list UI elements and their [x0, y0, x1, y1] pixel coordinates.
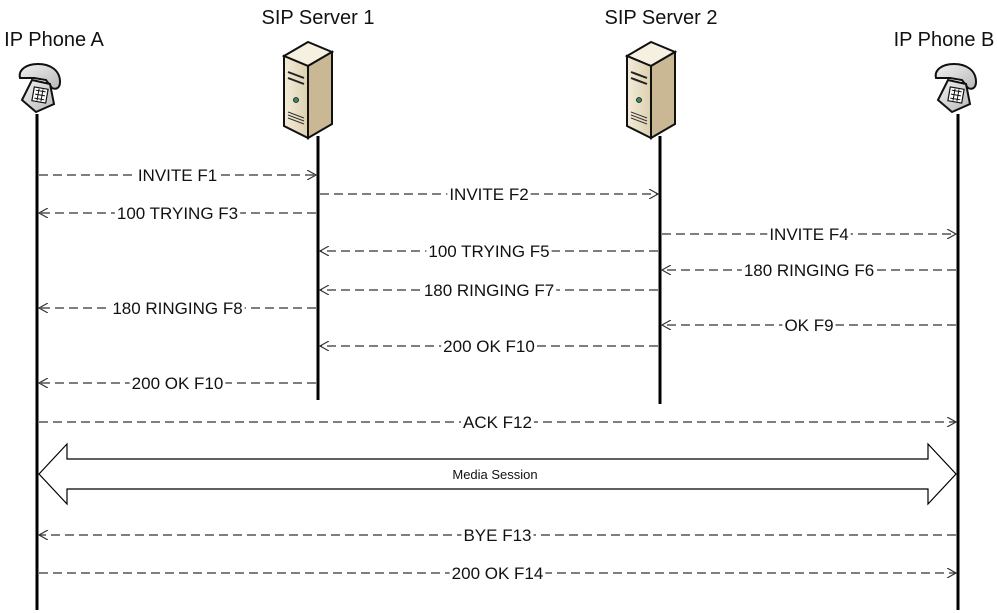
server-icon: [281, 40, 335, 140]
message-arrow: 100 TRYING F3: [39, 204, 316, 223]
message-label: 200 OK F14: [452, 564, 544, 583]
message-label: INVITE F1: [138, 166, 217, 185]
message-label: BYE F13: [463, 526, 531, 545]
message-arrow: OK F9: [662, 316, 956, 335]
message-label-bg: [114, 204, 241, 223]
message-label-bg: [461, 413, 534, 432]
message-label: 180 RINGING F8: [112, 299, 242, 318]
actor-label-server-1: SIP Server 1: [261, 7, 374, 29]
message-arrow: 180 RINGING F7: [320, 281, 658, 300]
message-arrow: INVITE F2: [320, 185, 658, 204]
message-label: 100 TRYING F5: [428, 242, 549, 261]
message-label: INVITE F2: [449, 185, 528, 204]
message-label: 200 OK F10: [132, 374, 224, 393]
message-label-bg: [741, 261, 877, 280]
message-list: INVITE F1 INVITE F2 100 TRYING F3 INVITE F4…: [39, 166, 956, 583]
message-arrow: 180 RINGING F6: [662, 261, 956, 280]
message-arrow: 180 RINGING F8: [39, 299, 316, 318]
message-label-bg: [135, 166, 220, 185]
message-label-bg: [421, 281, 557, 300]
media-session-arrow: Media Session: [38, 442, 957, 506]
message-arrow: 100 TRYING F5: [320, 242, 658, 261]
telephone-icon: [18, 62, 62, 114]
actor-label-phone-a: IP Phone A: [4, 29, 104, 51]
message-label-bg: [461, 526, 534, 545]
message-arrow: INVITE F4: [662, 225, 956, 244]
media-session-label: Media Session: [452, 467, 537, 482]
message-arrow: 200 OK F10: [320, 337, 658, 356]
message-label: 100 TRYING F3: [117, 204, 238, 223]
message-label-bg: [767, 225, 851, 244]
message-label-bg: [426, 242, 552, 261]
message-arrow: 200 OK F14: [39, 564, 956, 583]
server-icon: [624, 40, 678, 140]
message-arrow: INVITE F1: [39, 166, 316, 185]
message-label: INVITE F4: [769, 225, 848, 244]
telephone-icon: [934, 62, 978, 114]
message-label-bg: [447, 185, 531, 204]
message-arrow: BYE F13: [39, 526, 956, 545]
message-label-bg: [110, 299, 245, 318]
message-label-bg: [782, 316, 836, 335]
message-label-bg: [441, 337, 537, 356]
message-label: OK F9: [784, 316, 833, 335]
message-label: 180 RINGING F7: [424, 281, 554, 300]
actor-label-server-2: SIP Server 2: [604, 7, 717, 29]
message-label: 200 OK F10: [443, 337, 535, 356]
actor-label-phone-b: IP Phone B: [894, 29, 995, 51]
message-label-bg: [129, 374, 226, 393]
message-label: 180 RINGING F6: [744, 261, 874, 280]
message-arrow: 200 OK F10: [39, 374, 316, 393]
message-arrow: ACK F12: [39, 413, 956, 432]
message-label-bg: [449, 564, 546, 583]
message-label: ACK F12: [463, 413, 532, 432]
